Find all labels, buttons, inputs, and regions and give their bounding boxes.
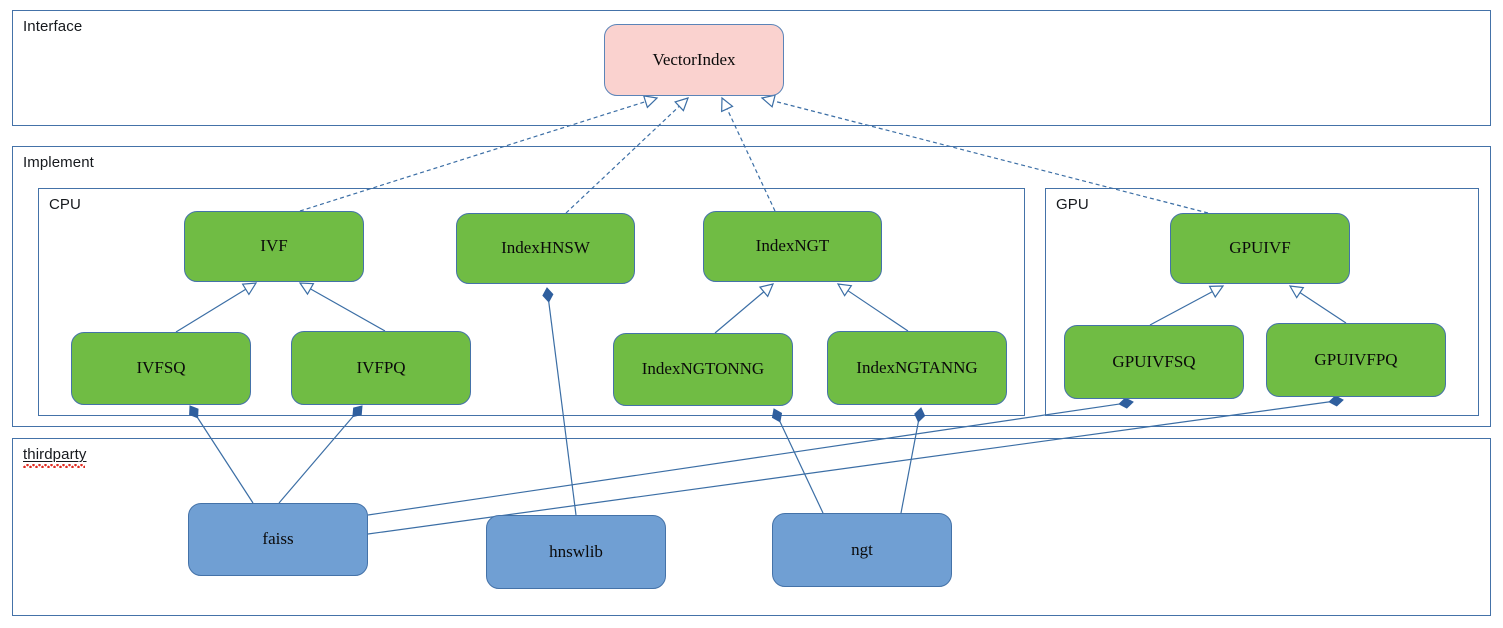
frame-label-implement: Implement bbox=[23, 154, 94, 171]
node-vectorindex[interactable]: VectorIndex bbox=[604, 24, 784, 96]
node-hnswlib[interactable]: hnswlib bbox=[486, 515, 666, 589]
node-gpuivf[interactable]: GPUIVF bbox=[1170, 213, 1350, 284]
spellcheck-underline-thirdparty bbox=[23, 464, 85, 468]
node-ivf[interactable]: IVF bbox=[184, 211, 364, 282]
frame-label-thirdparty: thirdparty bbox=[23, 446, 87, 463]
frame-label-gpu: GPU bbox=[1056, 196, 1089, 213]
node-indexngt[interactable]: IndexNGT bbox=[703, 211, 882, 282]
node-gpuivfpq[interactable]: GPUIVFPQ bbox=[1266, 323, 1446, 397]
frame-label-cpu: CPU bbox=[49, 196, 81, 213]
node-indexngtanng[interactable]: IndexNGTANNG bbox=[827, 331, 1007, 405]
node-ivfpq[interactable]: IVFPQ bbox=[291, 331, 471, 405]
node-indexhnsw[interactable]: IndexHNSW bbox=[456, 213, 635, 284]
node-ivfsq[interactable]: IVFSQ bbox=[71, 332, 251, 405]
node-faiss[interactable]: faiss bbox=[188, 503, 368, 576]
node-ngt[interactable]: ngt bbox=[772, 513, 952, 587]
node-indexngtonng[interactable]: IndexNGTONNG bbox=[613, 333, 793, 406]
node-gpuivfsq[interactable]: GPUIVFSQ bbox=[1064, 325, 1244, 399]
frame-label-interface: Interface bbox=[23, 18, 83, 35]
